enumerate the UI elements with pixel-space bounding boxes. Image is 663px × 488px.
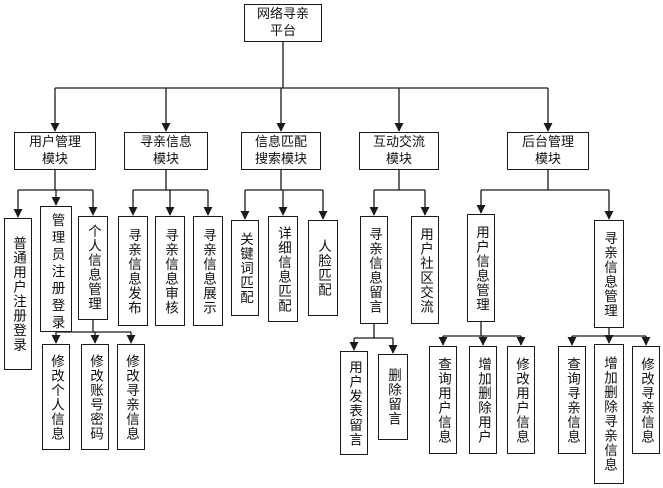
module-info-match: 信息匹配 搜索模块	[241, 132, 321, 170]
node-edit-account-password: 修改账号密码	[81, 344, 109, 450]
node-message-board: 寻亲信息留言	[360, 216, 388, 324]
node-add-delete-user: 增加删除用户	[469, 346, 497, 454]
module-search-info: 寻亲信息 模块	[124, 132, 208, 170]
node-detail-match: 详细信息匹配	[268, 216, 298, 322]
node-user-info-management: 用户信息管理	[467, 214, 495, 322]
node-edit-search-info-backend: 修改寻亲信息	[632, 346, 660, 454]
node-add-delete-search-info: 增加删除寻亲信息	[594, 344, 624, 484]
node-search-info-management: 寻亲信息管理	[594, 220, 624, 328]
node-admin-login: 管理员注册登录	[40, 206, 72, 332]
node-normal-user-login: 普通用户注册登录	[4, 218, 32, 370]
node-community-exchange: 用户社区交流	[411, 216, 439, 324]
node-edit-personal-info: 修改个人信息	[42, 344, 70, 450]
node-personal-info-management: 个人信息管理	[78, 216, 108, 320]
module-backend-management: 后台管理 模块	[507, 132, 589, 170]
node-edit-search-info-user: 修改寻亲信息	[117, 344, 145, 450]
node-face-match: 人脸匹配	[308, 220, 338, 316]
node-query-user-info: 查询用户信息	[429, 346, 457, 454]
node-search-display: 寻亲信息展示	[193, 216, 223, 326]
node-search-review: 寻亲信息审核	[155, 216, 185, 326]
module-interaction: 互动交流 模块	[359, 132, 439, 170]
root-node: 网络寻亲 平台	[244, 4, 322, 42]
module-user-management: 用户管理 模块	[14, 132, 96, 170]
node-search-publish: 寻亲信息发布	[118, 216, 148, 326]
node-edit-user-info: 修改用户信息	[507, 346, 535, 454]
node-query-search-info: 查询寻亲信息	[558, 346, 586, 454]
node-delete-message: 删除留言	[378, 354, 408, 440]
node-user-post-message: 用户发表留言	[340, 351, 368, 455]
node-keyword-match: 关键词匹配	[231, 220, 259, 316]
